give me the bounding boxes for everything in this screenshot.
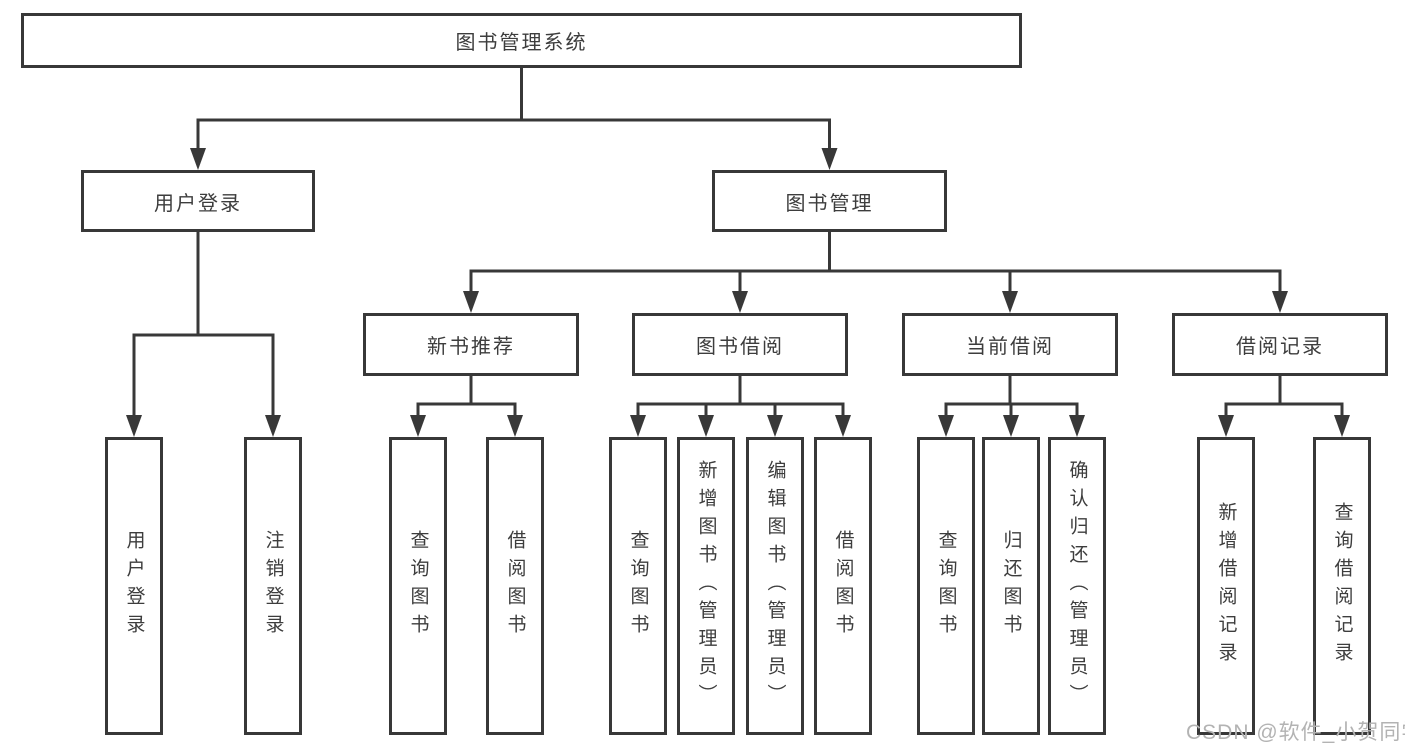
- node-label: 图书管理: [785, 192, 874, 215]
- node-label: 查询图书: [935, 530, 957, 642]
- node-label: 归还图书: [1000, 530, 1022, 642]
- node-leaf-query-borrow-record: 查询借阅记录: [1313, 437, 1371, 735]
- node-leaf-borrow-books-recommend: 借阅图书: [486, 437, 544, 735]
- node-label: 用户登录: [154, 192, 242, 215]
- node-label: 借阅图书: [832, 530, 854, 642]
- node-book-borrowing: 图书借阅: [632, 313, 848, 376]
- watermark: CSDN @软件_小贺同学: [1186, 721, 1405, 744]
- node-label: 新书推荐: [427, 336, 515, 358]
- node-library-management-system: 图书管理系统: [21, 13, 1022, 68]
- node-leaf-query-books-current: 查询图书: [917, 437, 975, 735]
- node-label: 借阅图书: [504, 530, 526, 642]
- node-borrowing-records: 借阅记录: [1172, 313, 1388, 376]
- node-label: 借阅记录: [1236, 336, 1324, 358]
- node-leaf-edit-books-admin: 编辑图书（管理员）: [746, 437, 804, 735]
- node-label: 新增图书（管理员）: [695, 460, 717, 712]
- node-leaf-query-books-recommend: 查询图书: [389, 437, 447, 735]
- node-label: 确认归还（管理员）: [1066, 460, 1088, 712]
- node-label: 查询借阅记录: [1331, 502, 1353, 670]
- node-label: 用户登录: [123, 530, 145, 642]
- node-label: 图书借阅: [696, 336, 784, 358]
- node-new-book-recommendation: 新书推荐: [363, 313, 579, 376]
- node-leaf-return-books: 归还图书: [982, 437, 1040, 735]
- node-label: 查询图书: [627, 530, 649, 642]
- node-leaf-confirm-return-admin: 确认归还（管理员）: [1048, 437, 1106, 735]
- node-label: 编辑图书（管理员）: [764, 460, 786, 712]
- node-label: 查询图书: [407, 530, 429, 642]
- node-book-management: 图书管理: [712, 170, 947, 232]
- node-label: 注销登录: [262, 530, 284, 642]
- node-leaf-user-login: 用户登录: [105, 437, 163, 735]
- node-leaf-add-books-admin: 新增图书（管理员）: [677, 437, 735, 735]
- node-label: 图书管理系统: [455, 32, 588, 54]
- node-current-borrowing: 当前借阅: [902, 313, 1118, 376]
- node-leaf-borrow-books: 借阅图书: [814, 437, 872, 735]
- node-leaf-query-books-borrowing: 查询图书: [609, 437, 667, 735]
- node-label: 当前借阅: [966, 336, 1054, 358]
- node-leaf-logout: 注销登录: [244, 437, 302, 735]
- node-leaf-add-borrow-record: 新增借阅记录: [1197, 437, 1255, 735]
- node-user-login: 用户登录: [81, 170, 315, 232]
- node-label: 新增借阅记录: [1215, 502, 1237, 670]
